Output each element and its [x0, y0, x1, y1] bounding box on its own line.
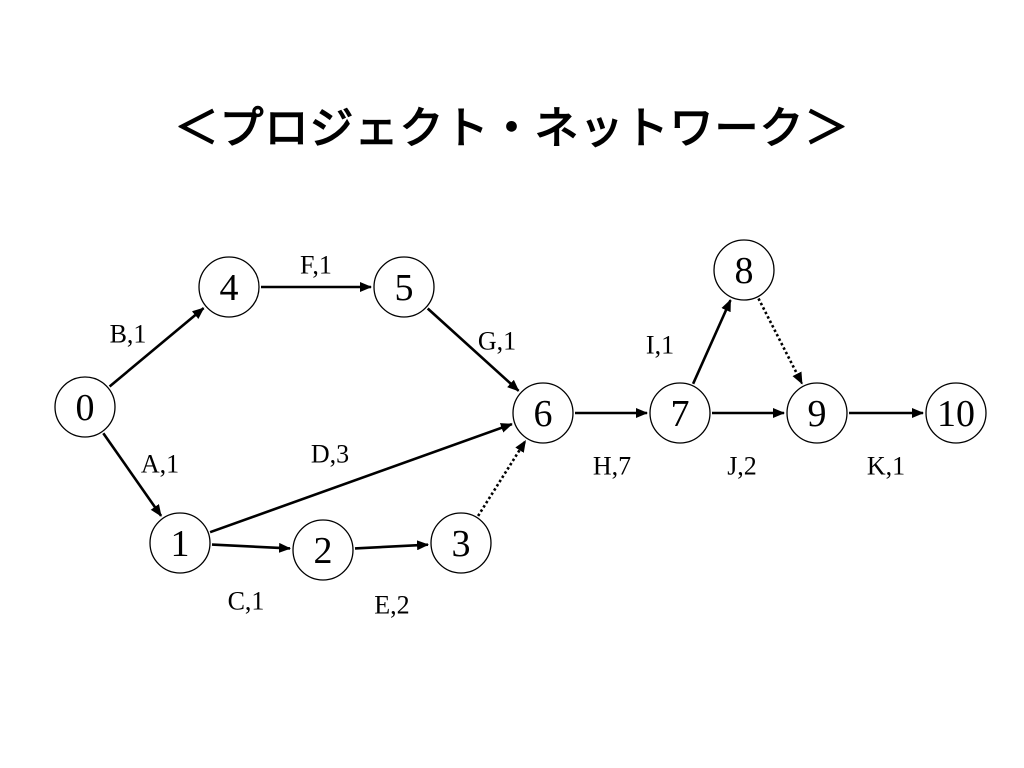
event-node-label: 8: [735, 250, 754, 292]
activity-label-5-6: G,1: [478, 327, 516, 356]
activity-label-9-10: K,1: [867, 452, 905, 481]
event-node-8: 8: [713, 239, 775, 301]
event-node-label: 4: [220, 267, 239, 309]
event-nodes: 0 1 2 3 4 5 6 7 8 9 10: [54, 239, 987, 581]
activity-label-1-2: C,1: [228, 587, 265, 616]
event-node-circle: [512, 382, 574, 444]
activity-arrow-1-6: [209, 422, 513, 534]
event-node-circle: [925, 382, 987, 444]
event-node-label: 7: [671, 393, 690, 435]
dummy-activity-arrow-8-9: [757, 297, 804, 385]
event-node-label: 2: [314, 530, 333, 572]
event-node-circle: [430, 512, 492, 574]
activity-label-2-3: E,2: [374, 591, 409, 620]
event-node-circle: [649, 382, 711, 444]
activity-label-7-8: I,1: [646, 331, 674, 360]
event-node-6: 6: [512, 382, 574, 444]
event-node-1: 1: [149, 512, 211, 574]
event-node-label: 1: [171, 523, 190, 565]
activity-labels: B,1A,1 F,1G,1D,3C,1 E,2 H,7 I,1J,2 K,1: [110, 251, 906, 620]
activity-label-0-1: A,1: [141, 450, 179, 479]
event-node-7: 7: [649, 382, 711, 444]
event-node-label: 0: [76, 387, 95, 429]
activity-arrows: [102, 282, 924, 553]
event-node-5: 5: [373, 256, 435, 318]
activity-arrow-5-6: [426, 307, 520, 392]
slide-title: ＜プロジェクト・ネットワーク＞: [174, 103, 850, 154]
activity-arrow-0-4: [108, 307, 205, 388]
event-node-label: 10: [937, 393, 975, 435]
event-node-3: 3: [430, 512, 492, 574]
activity-label-4-5: F,1: [300, 251, 332, 280]
event-node-4: 4: [198, 256, 260, 318]
activity-arrow-2-3: [354, 540, 429, 551]
event-node-circle: [713, 239, 775, 301]
event-node-circle: [54, 376, 116, 438]
event-node-circle: [786, 382, 848, 444]
event-node-9: 9: [786, 382, 848, 444]
activity-arrow-0-1: [102, 432, 163, 517]
event-node-label: 3: [452, 523, 471, 565]
event-node-2: 2: [292, 519, 354, 581]
event-node-circle: [373, 256, 435, 318]
activity-label-0-4: B,1: [110, 320, 147, 349]
activity-arrow-1-2: [211, 542, 291, 553]
event-node-label: 5: [395, 267, 414, 309]
event-node-0: 0: [54, 376, 116, 438]
event-node-circle: [198, 256, 260, 318]
activity-label-6-7: H,7: [593, 452, 631, 481]
event-node-circle: [292, 519, 354, 581]
event-node-label: 6: [534, 393, 553, 435]
event-node-10: 10: [925, 382, 987, 444]
activity-label-7-9: J,2: [727, 452, 757, 481]
event-node-label: 9: [808, 393, 827, 435]
activity-arrow-7-8: [691, 299, 732, 385]
event-node-circle: [149, 512, 211, 574]
activity-label-1-6: D,3: [311, 440, 349, 469]
dummy-activity-arrow-3-6: [477, 440, 527, 517]
